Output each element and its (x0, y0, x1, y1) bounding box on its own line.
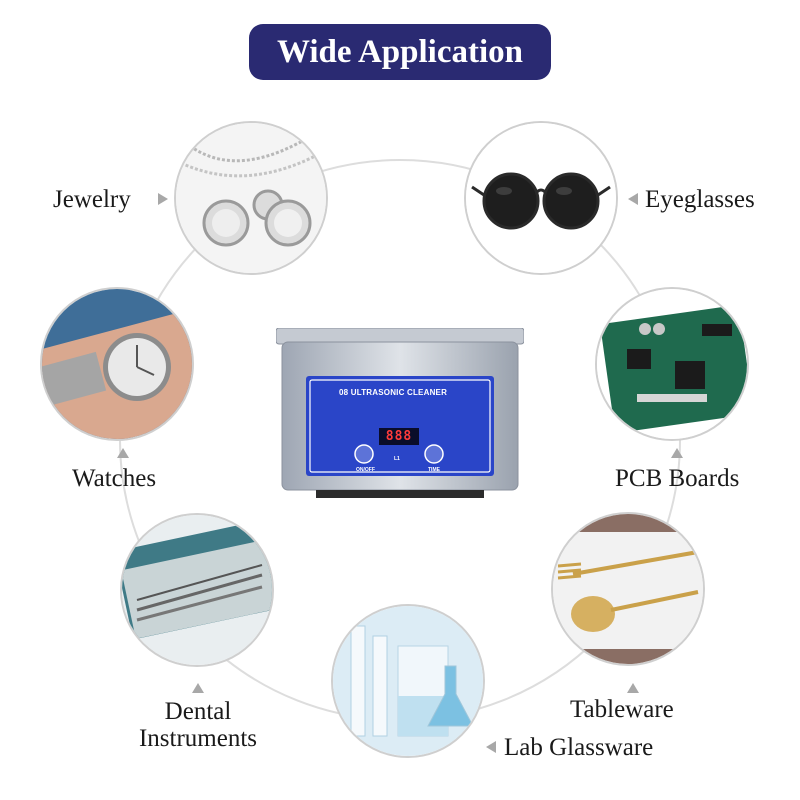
page-title: Wide Application (276, 33, 524, 70)
lab-glassware-image (331, 604, 485, 758)
lab-glassware-label: Lab Glassware (504, 734, 654, 761)
device-time-label: TIME (428, 467, 440, 473)
pcb-boards-label: PCB Boards (615, 465, 740, 492)
watches-label: Watches (72, 465, 157, 492)
jewelry-image (174, 121, 328, 275)
pointer-arrow (158, 193, 168, 205)
device-onoff-label: ON/OFF (356, 467, 375, 473)
pointer-arrow (117, 448, 129, 458)
device-display: 888 (379, 428, 419, 445)
device-level-label: L1 (394, 456, 400, 462)
dental-instruments-label: Dental Instruments (128, 698, 268, 752)
pointer-arrow (628, 193, 638, 205)
dental-label-line1: Dental (164, 698, 232, 725)
pointer-arrow (192, 683, 204, 693)
eyeglasses-label: Eyeglasses (645, 186, 755, 213)
watches-image (40, 287, 194, 441)
device-panel-text: 08 ULTRASONIC CLEANER (339, 388, 448, 397)
pointer-arrow (671, 448, 683, 458)
dental-instruments-image (120, 513, 274, 667)
dental-label-line2: Instruments (138, 725, 258, 752)
pcb-boards-image (595, 287, 749, 441)
page-title-badge: Wide Application (249, 24, 551, 80)
jewelry-label: Jewelry (53, 186, 131, 213)
pointer-arrow (486, 741, 496, 753)
tableware-image (551, 512, 705, 666)
eyeglasses-image (464, 121, 618, 275)
tableware-label: Tableware (570, 696, 674, 723)
pointer-arrow (627, 683, 639, 693)
ultrasonic-cleaner-device: 08 ULTRASONIC CLEANER 888 ON/OFF L1 TIME (275, 327, 525, 500)
